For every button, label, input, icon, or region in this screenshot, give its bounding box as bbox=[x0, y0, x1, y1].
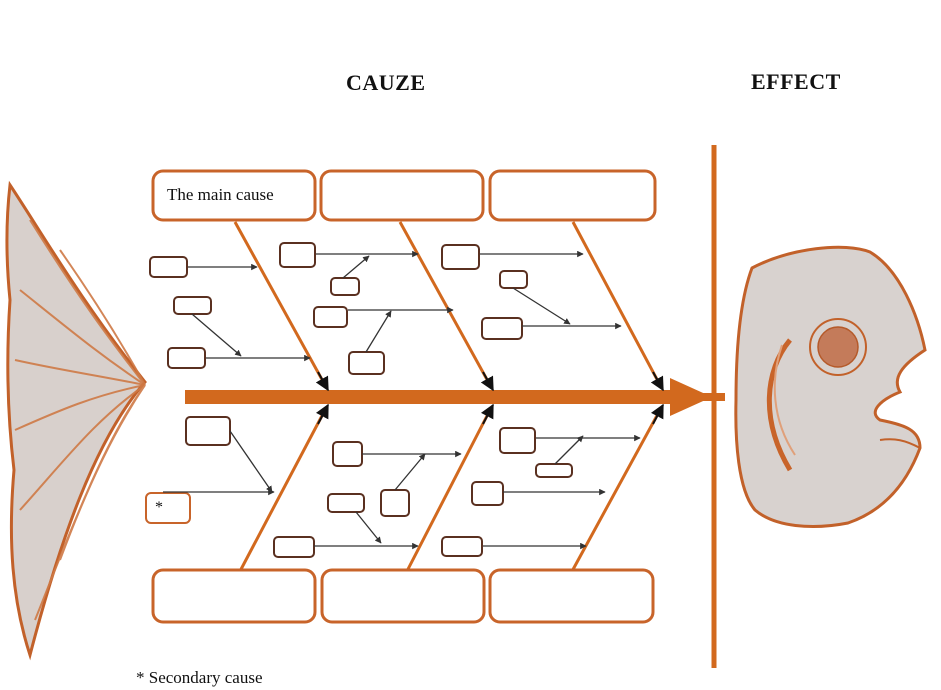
fish-tail-icon bbox=[5, 180, 147, 661]
main-cause-box-2 bbox=[319, 169, 485, 222]
main-cause-box-4 bbox=[151, 568, 317, 624]
cause-title: CAUZE bbox=[346, 70, 426, 95]
lower-bone-arrowheads bbox=[315, 403, 664, 425]
main-cause-box-1 bbox=[151, 169, 317, 222]
main-cause-boxes-bottom bbox=[151, 568, 655, 624]
main-cause-boxes-top bbox=[151, 169, 657, 222]
secondary-arrows bbox=[163, 250, 641, 550]
secondary-cause-sample-box bbox=[145, 492, 191, 524]
main-cause-box-5 bbox=[320, 568, 486, 624]
effect-title: EFFECT bbox=[751, 69, 841, 94]
main-cause-box-3 bbox=[488, 169, 657, 222]
main-cause-label: The main cause bbox=[167, 185, 274, 204]
footnote: * Secondary cause bbox=[136, 668, 263, 687]
main-cause-box-6 bbox=[488, 568, 655, 624]
secondary-cause-marker: * bbox=[155, 499, 163, 516]
upper-bone-arrowheads bbox=[315, 371, 664, 392]
spine bbox=[185, 378, 725, 416]
secondary-cause-boxes bbox=[149, 242, 573, 558]
fish-head-icon bbox=[734, 245, 927, 528]
